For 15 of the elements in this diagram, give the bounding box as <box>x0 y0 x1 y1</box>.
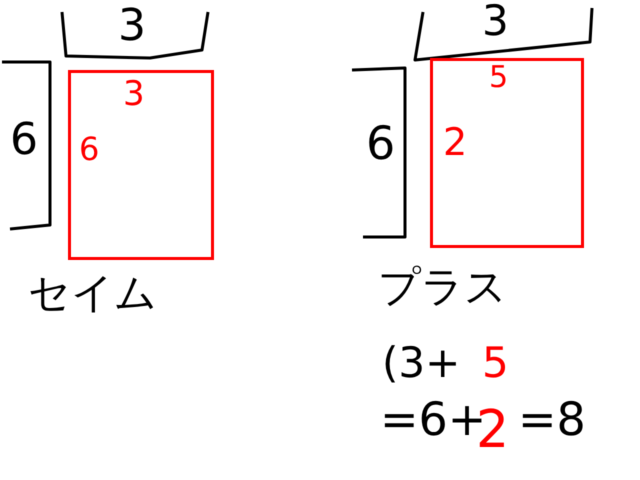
equation-text: (3+ <box>382 342 460 384</box>
shape-caption: プラス <box>378 266 507 308</box>
side-length: 3 <box>123 77 145 111</box>
side-length: 2 <box>443 123 468 161</box>
dimension-label: 6 <box>10 118 38 162</box>
square-outline <box>430 58 584 248</box>
dimension-label: 3 <box>482 0 509 42</box>
dimension-label: 3 <box>118 4 146 48</box>
equation-term: 5 <box>482 342 509 384</box>
dimension-label: 6 <box>366 120 396 166</box>
equation-text: =8 <box>518 396 586 442</box>
shape-caption: セイム <box>28 272 157 314</box>
side-length: 6 <box>79 133 100 165</box>
side-length: 5 <box>489 63 508 93</box>
square-outline <box>68 70 214 260</box>
